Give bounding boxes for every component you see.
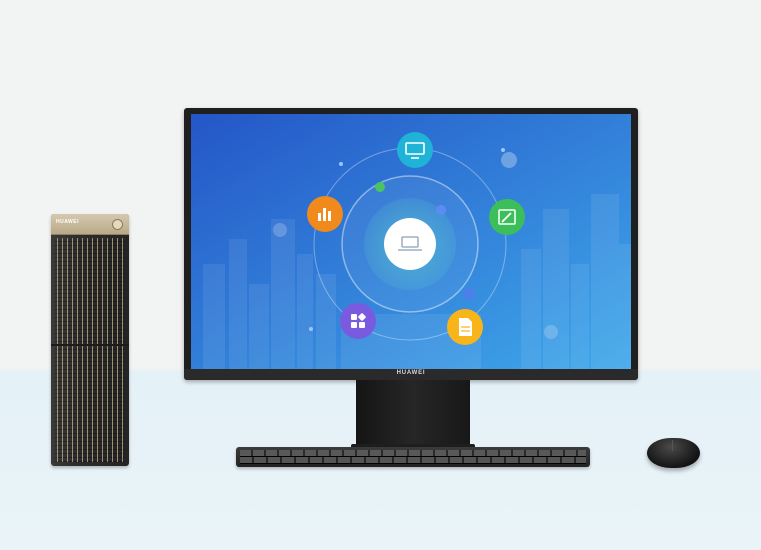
bar-chart-icon <box>307 196 343 232</box>
monitor-stand <box>356 380 470 446</box>
center-node <box>384 218 436 270</box>
desktop-tower: HUAWEI <box>51 214 129 466</box>
power-button[interactable] <box>112 219 123 230</box>
tower-vent-grille <box>55 238 125 462</box>
app-grid-icon <box>340 303 376 339</box>
city-skyline <box>203 194 631 369</box>
screen-wallpaper <box>191 114 631 369</box>
monitor-brand-logo: HUAWEI <box>396 370 426 376</box>
mouse-button-split <box>672 440 673 451</box>
monitor-education-icon <box>397 132 433 168</box>
keyboard[interactable] <box>236 447 590 467</box>
tower-seam <box>51 344 129 346</box>
monitor-screen <box>191 114 631 369</box>
keyboard-keys-row <box>240 457 586 463</box>
mouse[interactable] <box>647 438 700 468</box>
monitor: HUAWEI <box>184 108 638 380</box>
tower-top-panel: HUAWEI <box>51 214 129 235</box>
document-icon <box>447 309 483 345</box>
laptop-icon <box>398 236 422 251</box>
pen-edit-icon <box>489 199 525 235</box>
monitor-bezel-bottom: HUAWEI <box>184 369 638 380</box>
tower-brand-logo: HUAWEI <box>56 219 79 225</box>
